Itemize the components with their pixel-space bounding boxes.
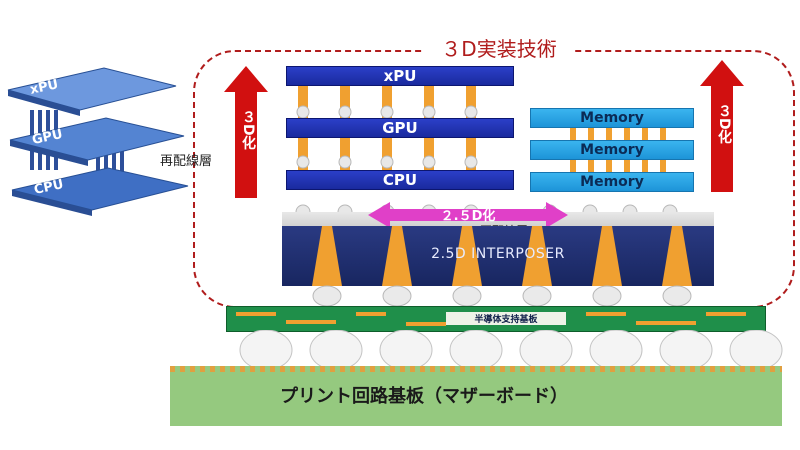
xpu-chip: xPU: [286, 66, 514, 86]
interposer-bumps: [312, 285, 692, 307]
diagram-title: ３D実装技術: [424, 36, 574, 62]
mini-plate-gpu: [9, 117, 185, 161]
rdl-left-label: 再配線層: [160, 154, 213, 169]
3d-arrow-right-label: ３D化: [716, 104, 732, 144]
memory-chip-top: Memory: [530, 108, 694, 128]
3d-arrow-right: [700, 60, 744, 192]
mini-plate-cpu: [11, 167, 189, 211]
motherboard: [170, 366, 782, 426]
substrate-label: 半導体支持基板: [446, 312, 566, 325]
2-5d-arrow: [368, 202, 568, 228]
substrate-traces: [236, 312, 746, 326]
3d-arrow-left-label: ３D化: [240, 110, 256, 150]
3d-arrow-left: [224, 66, 268, 198]
interposer-vias: [312, 226, 692, 286]
mini-stack: [0, 60, 200, 230]
motherboard-pads: [170, 366, 782, 372]
mini-plate-xpu: [7, 67, 177, 111]
memory-chip-bottom: Memory: [530, 172, 694, 192]
board-solder-balls: [239, 330, 783, 370]
interposer: [282, 226, 714, 286]
motherboard-label: プリント回路基板（マザーボード）: [280, 386, 568, 407]
interposer-label: 2.5D INTERPOSER: [431, 246, 565, 262]
2-5d-arrow-label: ２.５D化: [440, 209, 496, 224]
gpu-chip: GPU: [286, 118, 514, 138]
memory-chip-middle: Memory: [530, 140, 694, 160]
mini-stack-svg: [7, 67, 189, 216]
cpu-chip: CPU: [286, 170, 514, 190]
